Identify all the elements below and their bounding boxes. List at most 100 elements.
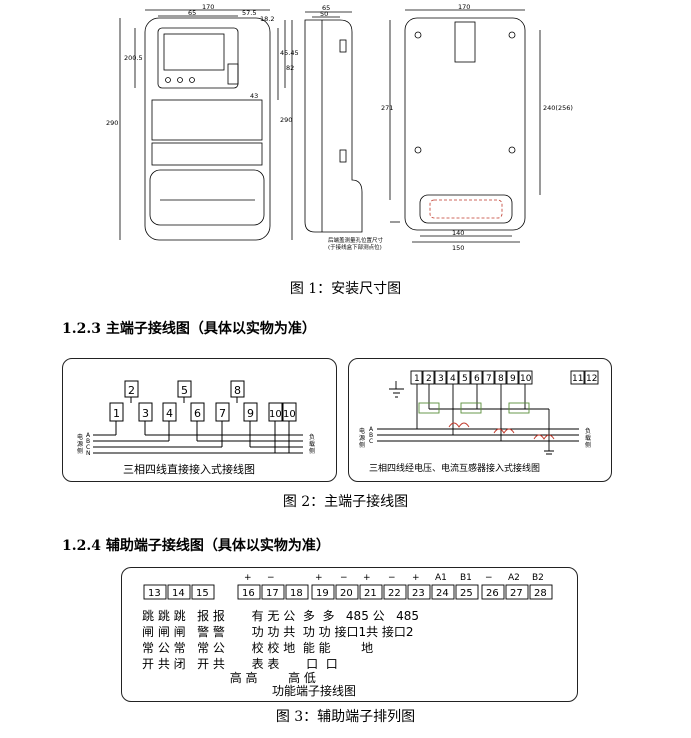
ct-load-side-1: 负 [585,427,591,435]
transformer-connection-diagram: 1 2 3 4 5 6 7 8 9 10 11 12 电 源 侧 A B C 负… [359,370,599,474]
aux-terminal-box [335,584,359,600]
sign-23: + [412,573,420,583]
sign-26: − [485,573,493,583]
sign-27-a2: A2 [508,573,520,583]
aux-row-5: 高 高 高 低 [142,670,316,685]
phase-c: C [86,444,90,451]
aux-row-4: 开 共 闭 开 共 表 表 口 口 [142,657,338,671]
aux-terminal-number: 14 [172,588,185,599]
dim-back-width: 170 [458,3,470,11]
load-side-2: 载 [309,440,315,448]
sign-24-a1: A1 [435,573,447,583]
aux-terminal-box [431,584,455,600]
aux-terminal-box [167,584,191,600]
aux-terminal-box [505,584,529,600]
dim-back-240: 240(256) [543,104,573,112]
aux-row-3: 常 公 常 常 公 校 校 地 能 能 地 [142,640,373,655]
aux-terminal-box [455,584,479,600]
sign-17: − [267,573,275,583]
dim-45: 45.45 [280,49,299,57]
dim-150: 150 [452,244,464,252]
aux-terminal-box [261,584,285,600]
ct-terminal-7: 7 [486,374,492,384]
aux-terminal-number: 17 [266,588,279,599]
measure-note-1: 后端盖测量孔位置尺寸 [328,236,384,244]
direct-connection-diagram: 2 5 8 1 3 4 6 7 9 10 10 电 源 侧 A B C N 负 … [77,380,315,476]
phase-b: B [86,438,90,445]
ct-terminal-5: 5 [462,374,468,384]
aux-terminal-box [359,584,383,600]
ct-load-side-3: 侧 [585,441,591,449]
aux-terminal-number: 25 [460,588,473,599]
aux-terminal-number: 22 [388,588,401,599]
sign-19: + [315,573,323,583]
ct-terminal-1: 1 [414,374,420,384]
aux-terminal-box [529,584,553,600]
aux-terminal-box [285,584,309,600]
ct-source-side-2: 源 [359,434,365,442]
dim-side-depth: 65 [322,4,330,12]
aux-terminal-box [191,584,215,600]
source-side-3: 侧 [77,447,83,455]
aux-terminal-number: 27 [510,588,523,599]
sign-16: + [244,573,252,583]
dim-top-width: 170 [202,3,214,11]
auxiliary-terminal-title: 功能端子接线图 [272,683,356,698]
dim-back-271: 271 [381,104,393,112]
terminal-1: 1 [113,407,120,420]
direct-connection-panel: 2 5 8 1 3 4 6 7 9 10 10 电 源 侧 A B C N 负 … [62,358,337,482]
sign-22: − [388,573,396,583]
aux-terminal-box [383,584,407,600]
ct-terminal-2: 2 [426,374,432,384]
aux-terminal-number: 24 [436,588,449,599]
dim-82: 82 [286,64,294,72]
dim-height-front: 290 [106,119,118,127]
terminal-4: 4 [166,407,173,420]
load-side-1: 负 [309,433,315,441]
ct-source-side-1: 电 [359,427,365,435]
terminal-7: 7 [219,407,226,420]
source-side-1: 电 [77,433,83,441]
terminal-10b: 10 [283,409,296,420]
direct-connection-title: 三相四线直接接入式接线图 [123,462,255,476]
aux-terminal-box [407,584,431,600]
section-1-2-3-heading: 1.2.3 主端子接线图（具体以实物为准） [62,321,316,337]
auxiliary-terminal-diagram: + − + − + − + − A1 B1 − A2 B2 1314151617… [142,573,553,698]
sign-25-b1: B1 [460,573,472,583]
dim-43: 43 [250,92,258,100]
phase-n: N [86,450,91,457]
aux-terminal-box [143,584,167,600]
ct-terminal-6: 6 [474,374,480,384]
aux-terminal-number: 21 [364,588,377,599]
aux-row-2: 闸 闸 闸 警 警 功 功 共 功 功 接口1共 接口2 [142,624,414,639]
dim-side-inner: 50 [320,10,328,18]
aux-row-1: 跳 跳 跳 报 报 有 无 公 多 多 485 公 485 [142,608,419,623]
dim-height-side: 290 [280,116,292,124]
aux-terminal-box [237,584,261,600]
dim-140: 140 [452,229,464,237]
ct-phase-c: C [369,438,373,445]
terminal-5: 5 [181,384,188,397]
ct-terminal-9: 9 [510,374,516,384]
aux-terminal-number: 28 [534,588,547,599]
section-1-2-4-heading: 1.2.4 辅助端子接线图（具体以实物为准） [62,538,330,554]
terminal-6: 6 [194,407,201,420]
sign-20: − [340,573,348,583]
phase-a: A [86,432,91,439]
ct-terminal-11: 11 [572,374,583,384]
figure-3-caption: 图 3：辅助端子排列图 [275,709,416,725]
ct-terminal-8: 8 [498,374,504,384]
aux-terminal-box [481,584,505,600]
dim-offset: 57.5 [242,9,256,17]
aux-terminal-number: 16 [242,588,255,599]
ct-terminal-12: 12 [586,374,597,384]
sign-21: + [363,573,371,583]
measure-note-2: (于接线盒下部测点位) [328,243,382,251]
aux-terminal-number: 20 [340,588,353,599]
transformer-connection-title: 三相四线经电压、电流互感器接入式接线图 [369,462,540,474]
terminal-3: 3 [142,407,149,420]
aux-terminal-number: 18 [290,588,303,599]
aux-terminal-box [311,584,335,600]
auxiliary-terminal-panel: + − + − + − + − A1 B1 − A2 B2 1314151617… [121,567,578,702]
ct-load-side-2: 载 [585,434,591,442]
